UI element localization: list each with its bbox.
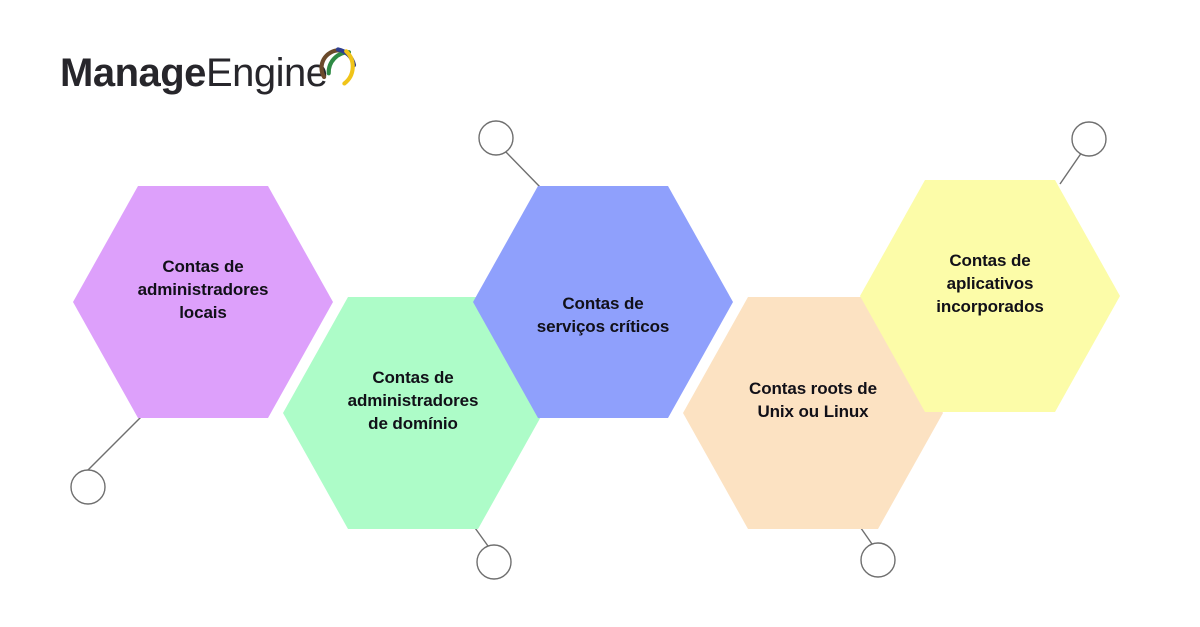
hexagon-critical-service-accounts[interactable]: Contas de serviços críticos xyxy=(473,186,733,418)
swirl-arc-icon xyxy=(318,47,356,86)
hexagon-label-unix-linux-root-accounts: Contas roots de Unix ou Linux xyxy=(749,379,877,421)
logo-word-manage: Manage xyxy=(60,51,206,95)
hexagon-label-domain-admin-accounts: Contas de administradores de domínio xyxy=(347,367,479,433)
hexagon-local-admin-accounts[interactable]: Contas de administradores locais xyxy=(73,186,333,418)
hexagon-label-embedded-application-accounts: Contas de aplicativos incorporados xyxy=(936,250,1044,316)
hexagon-label-local-admin-accounts: Contas de administradores locais xyxy=(137,256,269,322)
logo-word-engine: Engine xyxy=(205,51,328,95)
logo-wordmark: ManageEngine xyxy=(60,51,328,95)
hexagon-label-critical-service-accounts: Contas de serviços críticos xyxy=(536,294,670,336)
manageengine-logo: ManageEngine xyxy=(60,45,360,101)
hexagon-embedded-application-accounts[interactable]: Contas de aplicativos incorporados xyxy=(860,180,1120,412)
